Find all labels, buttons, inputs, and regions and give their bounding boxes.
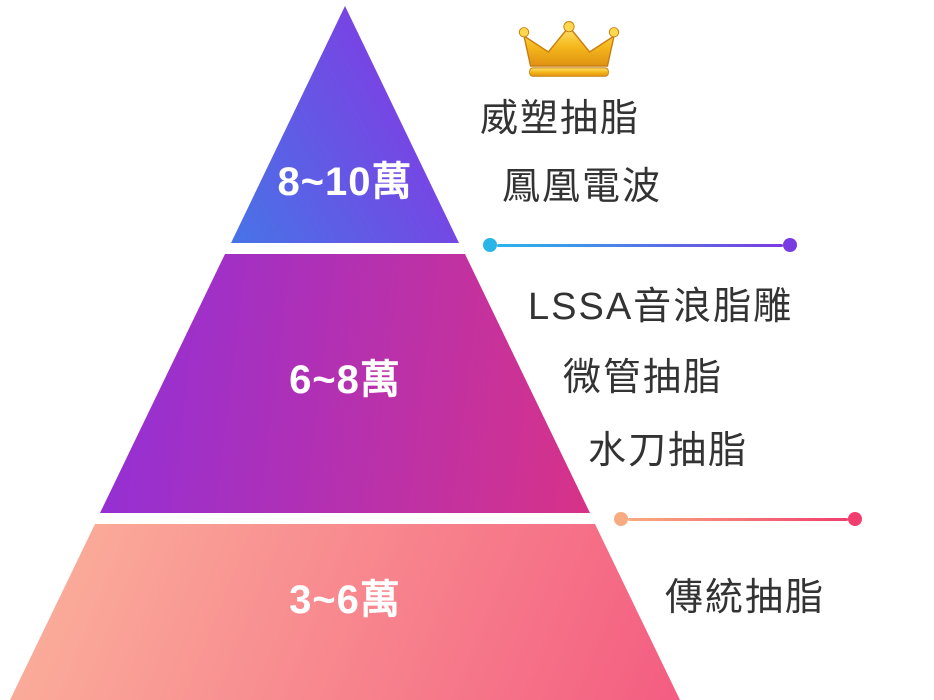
treatment-label: 威塑抽脂 — [480, 98, 641, 140]
divider-dot-left — [483, 238, 497, 252]
price-range-bottom: 3~6萬 — [289, 578, 401, 622]
treatment-label: 水刀抽脂 — [588, 430, 749, 472]
divider-dot-right — [848, 512, 862, 526]
treatment-label: 微管抽脂 — [563, 357, 724, 399]
divider-line-top — [483, 238, 797, 252]
divider-line — [497, 243, 783, 247]
crown-icon — [516, 21, 622, 81]
treatment-label: LSSA音浪脂雕 — [528, 286, 794, 328]
divider-line — [628, 517, 848, 521]
price-range-middle: 6~8萬 — [289, 358, 401, 402]
divider-line-bottom — [614, 512, 862, 526]
treatment-label: 鳳凰電波 — [502, 166, 663, 208]
treatment-label: 傳統抽脂 — [665, 577, 826, 619]
divider-dot-right — [783, 238, 797, 252]
price-range-top: 8~10萬 — [277, 160, 413, 204]
divider-dot-left — [614, 512, 628, 526]
